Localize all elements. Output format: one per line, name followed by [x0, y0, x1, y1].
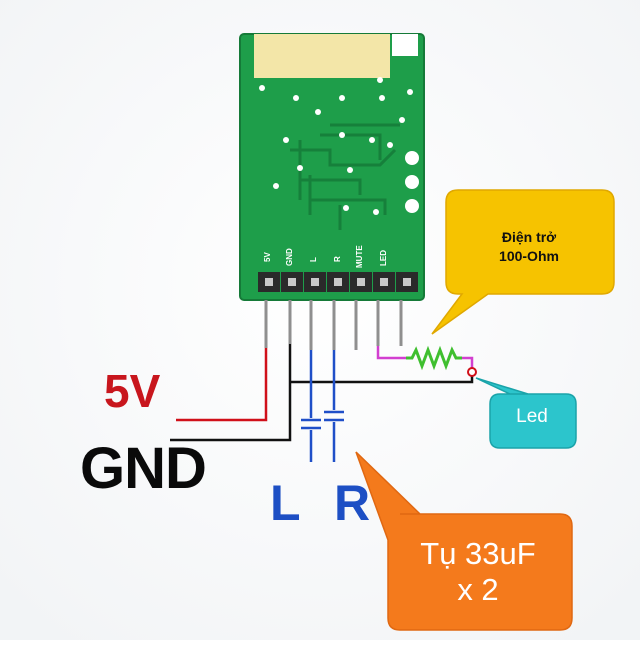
power-label: 5V [104, 365, 161, 417]
pcb-vias [259, 77, 413, 215]
led-callout-text: Led [516, 406, 548, 427]
capacitor-callout-text: Tụ 33uF x 2 [394, 536, 562, 608]
pin-label-led: LED [379, 250, 388, 266]
ground-wire [170, 344, 292, 442]
resistor-callout-text: Điện trở 100-Ohm [446, 228, 612, 266]
mounting-pad [405, 175, 419, 189]
power-wire [176, 348, 268, 422]
header-pins [264, 300, 403, 350]
audio-wires [301, 350, 344, 462]
pin-label-mute: MUTE [355, 245, 364, 268]
board-notch [392, 34, 418, 56]
ground-label: GND [80, 436, 207, 501]
pin-label-l: L [309, 257, 318, 262]
bluetooth-module: 5V GND L R MUTE LED [239, 33, 425, 350]
pin-label-gnd: GND [285, 248, 294, 266]
right-channel-label: R [334, 475, 371, 531]
led-terminal [467, 367, 477, 377]
pin-label-r: R [333, 256, 342, 262]
pin-header [258, 272, 418, 292]
resistor-to-led-wire [462, 356, 474, 368]
capacitor-callout-line2: x 2 [457, 572, 499, 607]
capacitor-callout-line1: Tụ 33uF [420, 536, 536, 571]
ground-to-led-wire [290, 376, 474, 384]
antenna-area [254, 34, 390, 78]
pin-label-5v: 5V [263, 252, 272, 262]
resistor-callout [431, 189, 615, 335]
resistor-callout-line1: Điện trở [501, 229, 557, 245]
left-channel-label: L [270, 475, 301, 531]
mounting-pad [405, 151, 419, 165]
led-callout [475, 377, 577, 449]
resistor-symbol [406, 345, 462, 371]
resistor-callout-line2: 100-Ohm [499, 248, 559, 264]
mounting-pad [405, 199, 419, 213]
led-wire [376, 346, 406, 360]
capacitor-callout [355, 451, 573, 631]
